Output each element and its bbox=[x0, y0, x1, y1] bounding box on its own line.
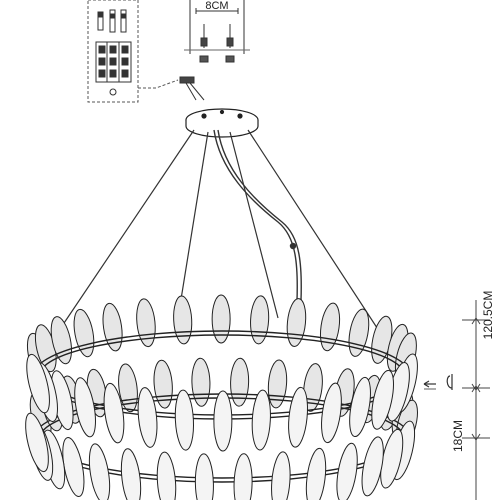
terminal-block-icon bbox=[95, 41, 132, 96]
mounting-bracket-detail bbox=[184, 0, 250, 63]
leader-line bbox=[138, 79, 179, 89]
hanging-hook-icon bbox=[423, 374, 453, 390]
ring-gap-label: 18CM bbox=[451, 420, 465, 452]
glass-leaf bbox=[26, 353, 50, 414]
canopy bbox=[185, 108, 259, 138]
glass-leaf bbox=[73, 308, 95, 358]
glass-leaf bbox=[120, 448, 142, 500]
glass-leaf bbox=[250, 295, 270, 345]
glass-leaf bbox=[349, 376, 371, 438]
glass-leaf bbox=[191, 357, 211, 407]
glass-leaf bbox=[25, 412, 49, 473]
screw-icons bbox=[97, 9, 127, 33]
glass-leaf bbox=[174, 389, 195, 451]
glass-leaf bbox=[336, 442, 358, 500]
glass-leaf bbox=[213, 390, 233, 452]
glass-leaf bbox=[361, 436, 384, 497]
glass-leaf bbox=[173, 295, 193, 345]
glass-leaf bbox=[194, 453, 214, 500]
hardware-kit-box bbox=[87, 0, 205, 103]
glass-leaf bbox=[251, 389, 271, 451]
wire-connector-icon bbox=[179, 76, 205, 101]
total-height-label: 120.5CM bbox=[481, 291, 495, 340]
glass-leaf bbox=[267, 359, 288, 409]
glass-leaf bbox=[371, 369, 394, 430]
front-leaves bbox=[25, 353, 418, 500]
glass-leaf bbox=[288, 386, 308, 448]
glass-leaf bbox=[271, 451, 291, 500]
glass-leaf bbox=[305, 447, 327, 500]
glass-leaf bbox=[233, 453, 253, 500]
glass-leaf bbox=[88, 443, 111, 500]
glass-leaf bbox=[211, 294, 231, 344]
glass-leaf bbox=[348, 308, 370, 357]
glass-leaf bbox=[103, 382, 125, 444]
suspension-cables bbox=[57, 129, 399, 361]
glass-leaf bbox=[153, 359, 173, 409]
glass-leaf bbox=[230, 357, 250, 407]
glass-leaf bbox=[74, 377, 96, 438]
mount-width-label: 8CM bbox=[205, 0, 228, 12]
glass-leaf bbox=[321, 382, 342, 444]
glass-leaf bbox=[50, 316, 72, 365]
glass-leaf bbox=[156, 451, 177, 500]
power-cord bbox=[213, 129, 302, 321]
glass-leaf bbox=[137, 387, 158, 448]
dimension-lines bbox=[462, 300, 490, 500]
